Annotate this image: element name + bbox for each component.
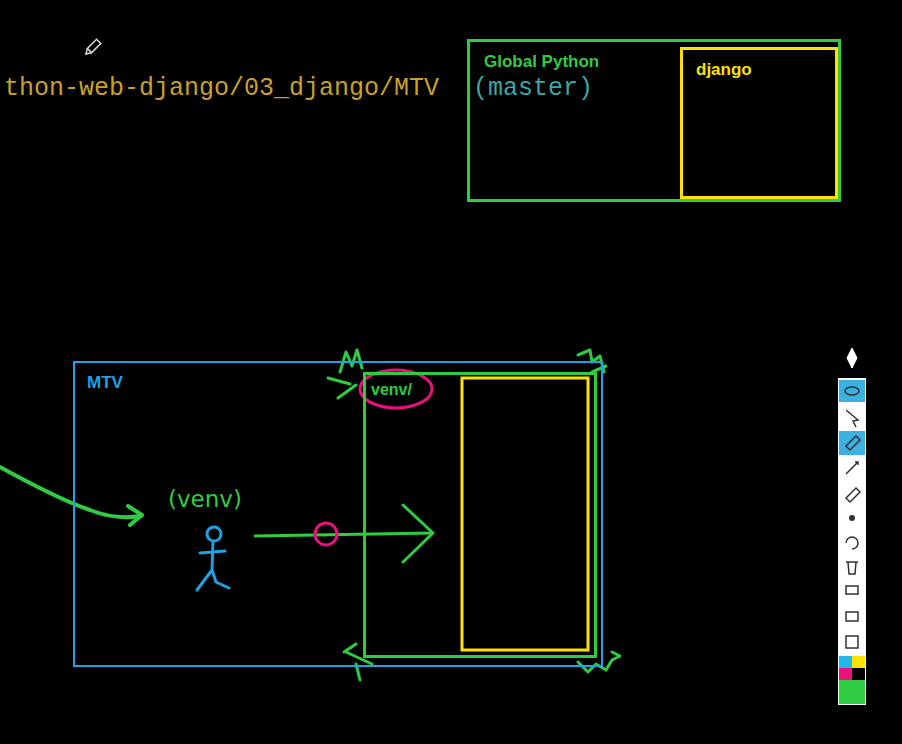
environment-box: venv/ (363, 372, 597, 658)
branch-text: (master) (473, 74, 593, 103)
prompt-label: (venv) (168, 486, 242, 512)
stick-figure (197, 527, 229, 590)
environment-box: Global Python django (467, 39, 841, 202)
highlight-circle (360, 370, 432, 408)
path-text: thon-web-django/03_django/MTV (4, 74, 439, 103)
folder-box: MTV venv/ (73, 361, 603, 667)
entry-arrow (0, 467, 140, 517)
activate-arrow (255, 505, 433, 562)
box-title: venv/ (371, 381, 412, 399)
toolbar (838, 348, 866, 705)
pencil-icon (84, 39, 101, 56)
package-box (462, 378, 588, 650)
box-title: Global Python (484, 52, 599, 72)
entry-arrow-head (128, 506, 142, 525)
highlight-dot (315, 523, 337, 545)
corner-marks (328, 350, 620, 680)
box-title: MTV (87, 373, 123, 393)
package-box: django (680, 47, 838, 199)
box-title: django (696, 60, 752, 80)
